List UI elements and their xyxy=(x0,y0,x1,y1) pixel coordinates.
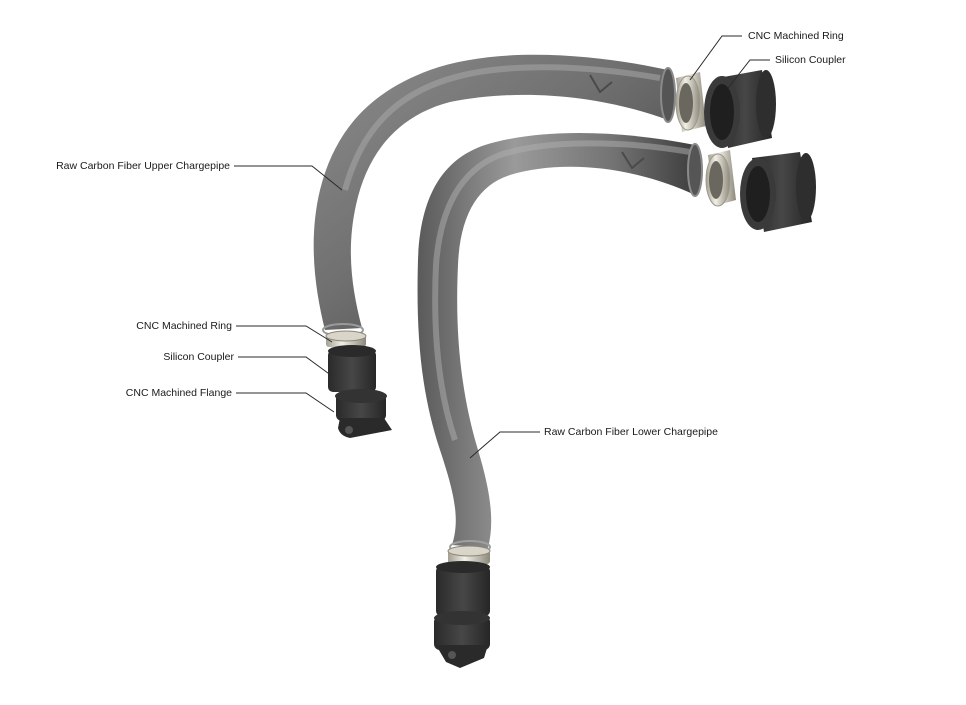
label-top-cnc-ring: CNC Machined Ring xyxy=(748,30,844,42)
leader-left-coupler xyxy=(238,356,333,377)
label-left-silicon-coupler: Silicon Coupler xyxy=(163,351,234,363)
top-ring-upper xyxy=(675,72,706,132)
left-ring xyxy=(325,330,367,347)
label-left-cnc-flange: CNC Machined Flange xyxy=(125,387,232,399)
left-flange xyxy=(335,389,392,438)
bottom-ring xyxy=(447,545,491,564)
bottom-coupler xyxy=(436,561,490,616)
upper-chargepipe xyxy=(313,54,676,337)
left-coupler xyxy=(328,345,376,392)
top-coupler-upper xyxy=(704,70,776,148)
label-left-cnc-ring: CNC Machined Ring xyxy=(136,320,232,332)
top-ring-lower xyxy=(705,150,736,207)
label-top-silicon-coupler: Silicon Coupler xyxy=(775,54,846,66)
bottom-flange xyxy=(434,611,490,668)
leader-top-ring xyxy=(689,35,742,81)
label-upper-chargepipe: Raw Carbon Fiber Upper Chargepipe xyxy=(56,160,230,172)
leader-left-flange xyxy=(236,392,335,413)
leader-lines xyxy=(234,35,770,459)
top-coupler-lower xyxy=(740,152,816,232)
leader-left-ring xyxy=(236,325,333,343)
leader-upper-pipe xyxy=(234,165,343,191)
label-lower-chargepipe: Raw Carbon Fiber Lower Chargepipe xyxy=(544,426,718,438)
leader-top-coupler xyxy=(727,59,770,89)
leader-lower-pipe xyxy=(469,431,540,459)
lower-chargepipe xyxy=(417,132,703,554)
